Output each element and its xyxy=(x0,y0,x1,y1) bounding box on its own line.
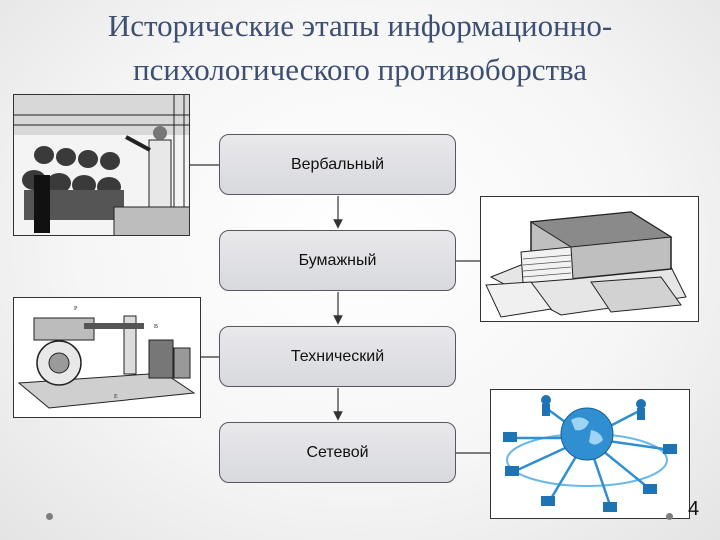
orator-engraving-image xyxy=(13,94,190,236)
stage-box-paper: Бумажный xyxy=(219,230,456,291)
stage-box-verbal: Вербальный xyxy=(219,134,456,195)
stage-box-network: Сетевой xyxy=(219,422,456,483)
page-number: 4 xyxy=(688,498,700,520)
svg-text:P: P xyxy=(74,306,78,312)
title-line-2: психологического противоборства xyxy=(133,52,587,87)
svg-text:E: E xyxy=(114,394,118,400)
old-books-image xyxy=(480,196,699,322)
global-network-image xyxy=(490,389,690,519)
title-line-1: Исторические этапы информационно- xyxy=(107,8,613,43)
nav-dot-right xyxy=(666,513,673,520)
nav-dot-left xyxy=(46,513,53,520)
svg-text:B: B xyxy=(154,324,158,330)
stage-box-technical: Технический xyxy=(219,326,456,387)
telegraph-apparatus-image: P B E xyxy=(13,297,201,418)
slide-title: Исторические этапы информационно- психол… xyxy=(0,4,720,92)
